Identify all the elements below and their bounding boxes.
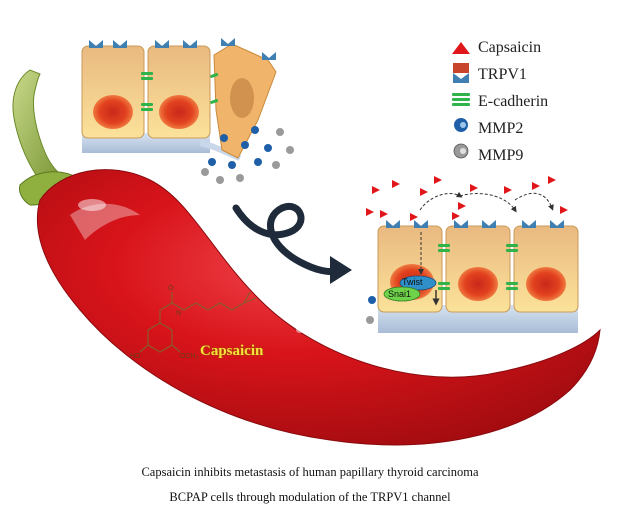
- caption-line-1: Capsaicin inhibits metastasis of human p…: [141, 465, 479, 479]
- svg-text:N: N: [176, 310, 181, 317]
- cadherin-icon: [452, 93, 470, 106]
- cell-panel-bottom: [366, 176, 579, 333]
- legend: Capsaicin TRPV1 E-cadherin MMP2 MMP9: [448, 34, 618, 169]
- trpv1-channel: [386, 220, 564, 228]
- nucleus: [458, 267, 498, 301]
- molecule-label: Capsaicin: [200, 343, 264, 359]
- nucleus: [230, 78, 254, 118]
- pepper-body: [36, 169, 601, 446]
- e-cadherin: [141, 72, 219, 111]
- capsaicin-atoms: O N HO OCH₃: [130, 285, 199, 360]
- snai1-label: Snai1: [388, 289, 412, 299]
- channel-icon: [453, 63, 469, 83]
- svg-text:OCH₃: OCH₃: [180, 353, 199, 360]
- nucleus: [526, 267, 566, 301]
- legend-label: Capsaicin: [478, 38, 542, 56]
- process-arrow: [232, 202, 352, 284]
- trpv1-channel: [89, 38, 276, 60]
- capsaicin-triangles: [366, 176, 568, 221]
- legend-label: E-cadherin: [478, 92, 549, 110]
- legend-icons: [452, 42, 470, 159]
- svg-text:O: O: [168, 285, 174, 292]
- cell-panel-top: [81, 38, 294, 184]
- e-cadherin: [438, 244, 518, 290]
- caption-line-2: BCPAP cells through modulation of the TR…: [169, 490, 451, 504]
- twist-label: Twist: [402, 277, 423, 287]
- legend-label: MMP2: [478, 119, 524, 137]
- mmp-molecules: [201, 126, 294, 184]
- nucleus: [159, 95, 199, 129]
- capsaicin-structure: [139, 291, 257, 353]
- legend-label: TRPV1: [478, 65, 527, 83]
- svg-text:HO: HO: [130, 353, 141, 360]
- triangle-icon: [452, 42, 470, 54]
- legend-label: MMP9: [478, 146, 524, 164]
- mmp-molecules: [366, 296, 376, 324]
- nucleus: [93, 95, 133, 129]
- signal-arrows: [418, 191, 554, 275]
